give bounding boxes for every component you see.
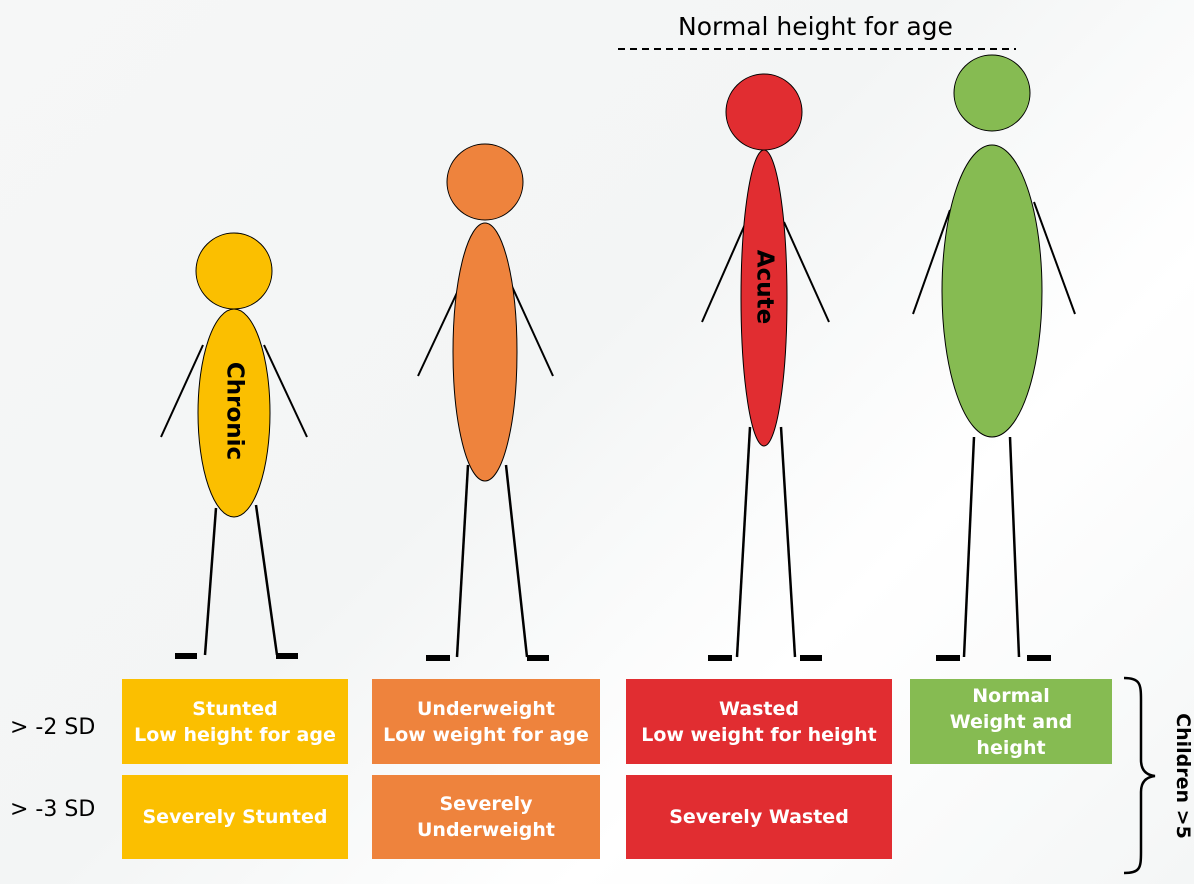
acute-body-label: Acute <box>752 250 778 324</box>
underweight-left-leg <box>457 465 468 657</box>
children-group-brace <box>1124 678 1155 873</box>
normal-body <box>942 145 1042 437</box>
normal-left-leg <box>964 437 974 657</box>
severely-underweight-box-title: Severely <box>440 791 533 817</box>
underweight-right-leg <box>506 465 527 657</box>
normal-box: Normal Weight and height <box>910 679 1112 764</box>
wasted-box: Wasted Low weight for height <box>626 679 892 764</box>
row-label-2sd: > -2 SD <box>10 715 95 740</box>
stunted-right-leg <box>256 505 277 655</box>
stunted-right-arm <box>264 345 307 437</box>
wasted-left-leg <box>737 427 750 657</box>
stunted-left-arm <box>161 345 203 437</box>
normal-box-subtitle: Weight and height <box>914 709 1108 761</box>
underweight-box-subtitle: Low weight for age <box>383 722 589 748</box>
wasted-right-leg <box>781 427 795 657</box>
underweight-box-title: Underweight <box>417 696 555 722</box>
row-label-3sd: > -3 SD <box>10 797 95 822</box>
normal-right-foot <box>1027 655 1051 661</box>
underweight-right-foot <box>527 655 549 661</box>
wasted-right-foot <box>800 655 822 661</box>
wasted-head <box>726 74 802 150</box>
wasted-box-subtitle: Low weight for height <box>641 722 877 748</box>
normal-height-title: Normal height for age <box>678 12 953 41</box>
stunted-head <box>196 233 272 309</box>
severely-wasted-box: Severely Wasted <box>626 775 892 859</box>
wasted-figure <box>702 74 829 661</box>
underweight-head <box>447 144 523 220</box>
normal-box-title: Normal <box>972 683 1049 709</box>
underweight-body <box>453 223 517 481</box>
wasted-right-arm <box>784 222 829 322</box>
normal-left-foot <box>936 655 960 661</box>
severely-stunted-box: Severely Stunted <box>122 775 348 859</box>
children-age-label: Children >5 <box>1172 711 1194 841</box>
stunted-box: Stunted Low height for age <box>122 679 348 764</box>
stunted-left-foot <box>175 653 197 659</box>
severely-underweight-box-subtitle: Underweight <box>417 817 555 843</box>
wasted-left-foot <box>708 655 732 661</box>
underweight-box: Underweight Low weight for age <box>372 679 600 764</box>
wasted-left-arm <box>702 222 746 322</box>
stunted-right-foot <box>276 653 298 659</box>
stunted-box-subtitle: Low height for age <box>134 722 336 748</box>
underweight-left-foot <box>426 655 450 661</box>
stunted-left-leg <box>205 508 216 655</box>
stunted-box-title: Stunted <box>192 696 277 722</box>
normal-right-leg <box>1010 437 1019 657</box>
underweight-figure <box>418 144 553 661</box>
severely-wasted-box-title: Severely Wasted <box>669 804 849 830</box>
chronic-body-label: Chronic <box>222 362 248 460</box>
severely-stunted-box-title: Severely Stunted <box>143 804 328 830</box>
severely-underweight-box: Severely Underweight <box>372 775 600 859</box>
normal-head <box>954 55 1030 131</box>
wasted-box-title: Wasted <box>719 696 799 722</box>
normal-figure <box>913 55 1075 661</box>
